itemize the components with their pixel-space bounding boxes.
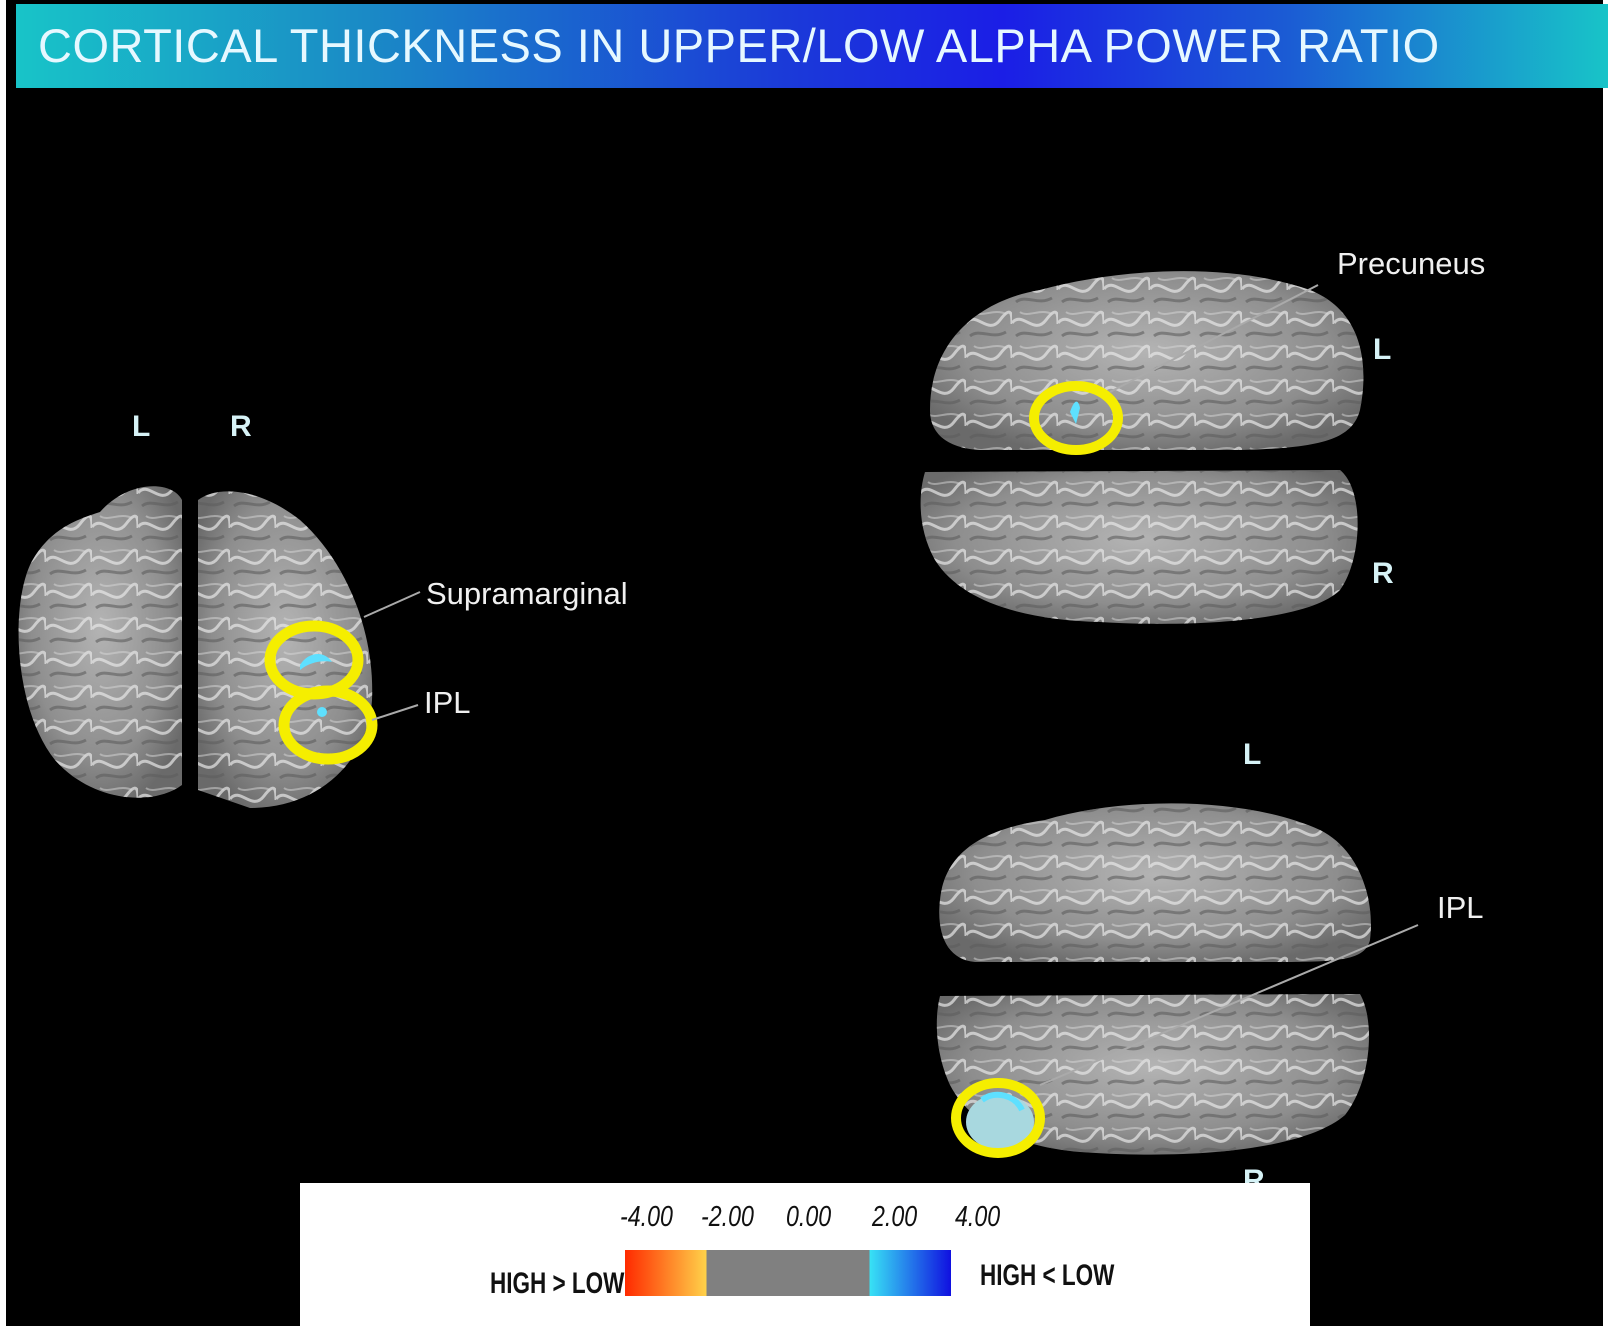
precuneus-cluster: [1070, 401, 1080, 424]
posterior-right-label: R: [230, 410, 252, 443]
top-view-left-hemisphere: [930, 271, 1364, 450]
supramarginal-label: Supramarginal: [426, 576, 628, 611]
colorbar-tick: 2.00: [872, 1201, 918, 1233]
precuneus-pointer: [1109, 284, 1319, 393]
colorbar-tick: -4.00: [620, 1201, 673, 1233]
colorbar-tick: 4.00: [955, 1201, 1001, 1233]
ipl-lower-label: IPL: [1437, 890, 1484, 925]
ipl-label: IPL: [424, 685, 471, 720]
ipl-lower-pointer: [1039, 924, 1419, 1086]
supramarginal-pointer: [363, 591, 421, 618]
supramarginal-cluster: [300, 654, 332, 670]
colorbar-tick: 0.00: [786, 1201, 832, 1233]
ipl-ring: [278, 685, 378, 765]
bottom-view-left-label: L: [1243, 738, 1262, 771]
figure-title: CORTICAL THICKNESS IN UPPER/LOW ALPHA PO…: [38, 19, 1440, 72]
ipl-lower-cluster: [966, 1094, 1034, 1150]
ipl-lower-ring: [951, 1078, 1045, 1158]
precuneus-label: Precuneus: [1337, 246, 1486, 281]
colorbar-gradient: [625, 1250, 951, 1296]
precuneus-ring: [1029, 381, 1123, 455]
posterior-left-hemisphere: [18, 486, 183, 798]
title-bar: CORTICAL THICKNESS IN UPPER/LOW ALPHA PO…: [16, 4, 1608, 88]
colorbar-label-right: HIGH < LOW: [980, 1259, 1115, 1292]
ipl-lower-cluster-edge: [980, 1091, 1025, 1112]
top-view-left-label: L: [1373, 333, 1392, 366]
bottom-view-right-hemisphere: [936, 994, 1369, 1155]
colorbar-tick: -2.00: [701, 1201, 754, 1233]
ipl-pointer: [371, 704, 419, 721]
posterior-left-label: L: [132, 410, 151, 443]
colorbar-legend: -4.00 -2.00 0.00 2.00 4.00 HIGH > LOW HI…: [300, 1183, 1310, 1330]
top-view-right-label: R: [1372, 557, 1394, 590]
bottom-view-left-hemisphere: [939, 803, 1371, 962]
colorbar-label-left: HIGH > LOW: [490, 1267, 625, 1300]
posterior-right-hemisphere: [198, 491, 373, 808]
top-view-right-hemisphere: [920, 470, 1358, 624]
ipl-cluster: [317, 707, 327, 717]
